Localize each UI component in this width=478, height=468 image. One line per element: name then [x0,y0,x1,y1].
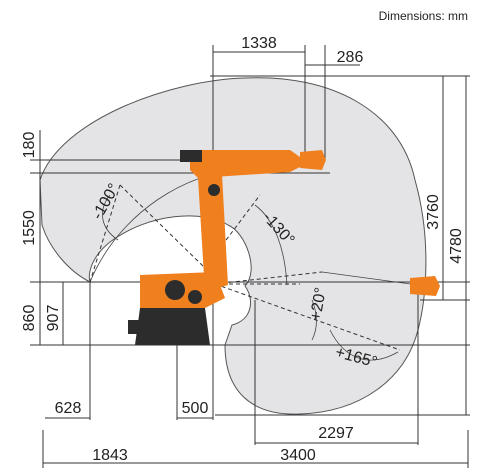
dim-label-3760: 3760 [425,194,442,230]
dim-label-1338: 1338 [241,35,277,52]
angle-arc [254,204,288,286]
robot-cable-connector [128,320,142,334]
dim-label-2297: 2297 [318,425,354,442]
work-envelope [39,77,427,415]
angle-arc [102,194,119,241]
dim-label-3400: 3400 [280,447,316,464]
angle-ray [89,184,121,283]
robot-upper-arm [190,150,300,178]
dim-label-628: 628 [55,400,82,417]
angle-ray [119,184,206,269]
angle-ray [321,271,419,286]
dim-label-500: 500 [182,400,209,417]
dim-label-4780: 4780 [448,228,465,264]
dim-label-1843: 1843 [92,447,128,464]
robot-wrist [300,150,326,170]
robot-base [135,308,210,345]
robot-wrist-extended [410,276,440,296]
dim-label-860: 860 [21,305,38,332]
angle-label-plus20: +20° [307,286,330,322]
robot-arm-motor [180,150,202,162]
robot-lower-arm [198,174,228,292]
dim-label-1550: 1550 [21,210,38,246]
angle-arc [311,299,317,341]
dim-label-180: 180 [21,132,38,159]
angle-ray [214,283,401,351]
dim-label-907: 907 [45,305,62,332]
robot-motor [188,290,202,304]
robot-joint [208,184,220,196]
robot-motor [165,280,185,300]
dim-label-286: 286 [337,49,364,66]
units-caption: Dimensions: mm [379,9,468,23]
angle-arc [329,329,399,361]
